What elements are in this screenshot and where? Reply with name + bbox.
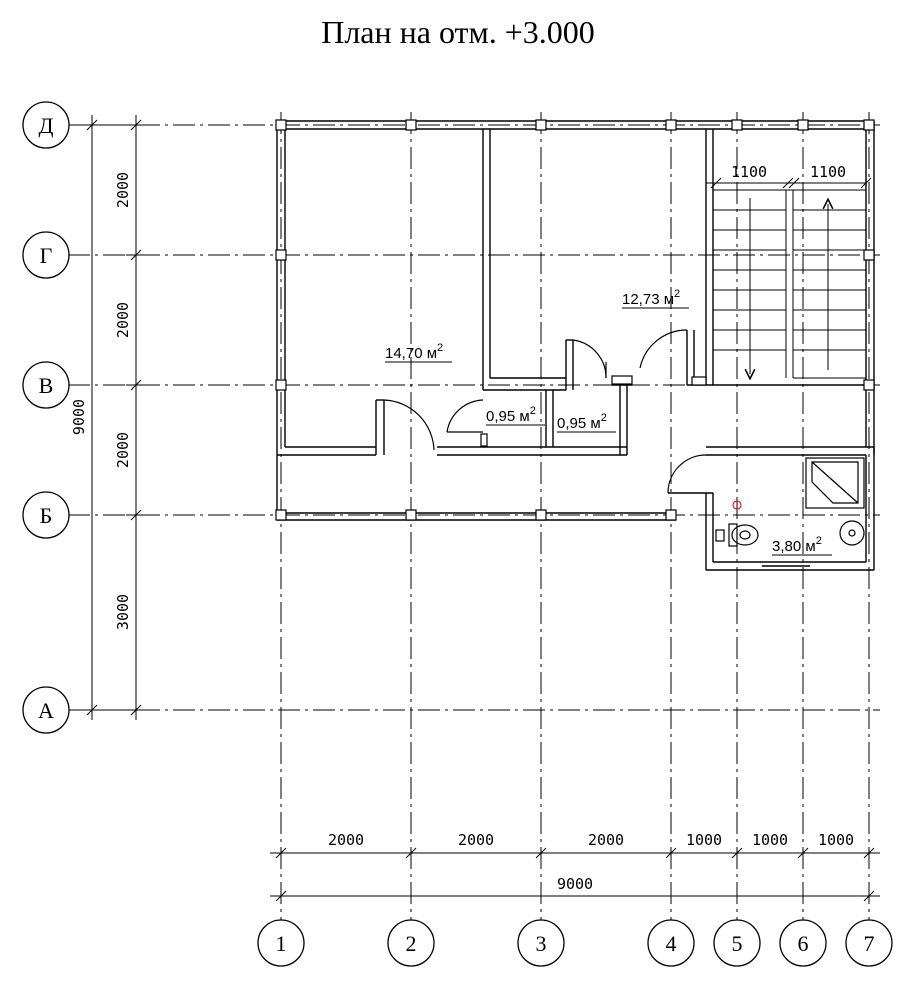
- plan-title: План на отм. +3.000: [321, 14, 595, 50]
- svg-text:Б: Б: [40, 503, 53, 528]
- room-label-big: 14,70 м2: [385, 342, 452, 363]
- left-dimension-chain: [84, 115, 146, 720]
- dim-left-2: 2000: [114, 302, 132, 338]
- axis-marker-2: 2: [387, 919, 435, 967]
- axis-marker-1: 1: [257, 919, 305, 967]
- axis-marker-В: В: [22, 361, 70, 409]
- bottom-dimension-chain: [270, 847, 880, 902]
- axis-marker-5: 5: [713, 919, 761, 967]
- svg-text:4: 4: [666, 931, 677, 956]
- dim-bottom-1: 2000: [328, 831, 364, 849]
- svg-text:12,73 м2: 12,73 м2: [622, 288, 680, 308]
- svg-text:14,70 м2: 14,70 м2: [385, 342, 443, 362]
- axis-marker-3: 3: [517, 919, 565, 967]
- svg-text:В: В: [39, 373, 54, 398]
- room-label-hall: 12,73 м2: [622, 288, 689, 309]
- shower-cabin: [805, 457, 865, 509]
- toilet: [728, 523, 759, 547]
- svg-text:А: А: [38, 698, 54, 723]
- dim-left-3: 2000: [114, 432, 132, 468]
- room-label-bathroom: 3,80 м2: [772, 535, 832, 556]
- svg-text:7: 7: [864, 931, 875, 956]
- dim-bottom-6: 1000: [818, 831, 854, 849]
- axis-marker-Г: Г: [22, 231, 70, 279]
- dim-stair-1: 1100: [731, 163, 767, 181]
- columns: [275, 119, 875, 521]
- svg-text:0,95 м2: 0,95 м2: [557, 412, 607, 432]
- axis-marker-7: 7: [845, 919, 893, 967]
- svg-text:Г: Г: [40, 243, 53, 268]
- dim-left-total: 9000: [70, 399, 88, 435]
- dim-left-1: 2000: [114, 172, 132, 208]
- washbasin: [839, 520, 865, 546]
- room-label-closet-1: 0,95 м2: [486, 405, 545, 426]
- walls: [276, 120, 875, 571]
- axis-marker-6: 6: [779, 919, 827, 967]
- axis-marker-Д: Д: [22, 101, 70, 149]
- horizontal-grid-lines: [68, 124, 880, 711]
- svg-text:2: 2: [406, 931, 417, 956]
- dim-bottom-2: 2000: [458, 831, 494, 849]
- axis-marker-4: 4: [647, 919, 695, 967]
- dim-stair-2: 1100: [810, 163, 846, 181]
- towel-rail: [715, 529, 725, 542]
- doors: [383, 329, 707, 494]
- svg-text:6: 6: [798, 931, 809, 956]
- dim-bottom-4: 1000: [686, 831, 722, 849]
- vertical-grid-lines: [280, 112, 870, 920]
- axis-marker-А: А: [22, 686, 70, 734]
- dim-bottom-5: 1000: [752, 831, 788, 849]
- staircase: [706, 177, 872, 378]
- drain-marker: [732, 500, 742, 510]
- svg-text:5: 5: [732, 931, 743, 956]
- room-label-closet-2: 0,95 м2: [557, 412, 616, 433]
- axis-marker-Б: Б: [22, 491, 70, 539]
- svg-text:3,80 м2: 3,80 м2: [772, 535, 822, 555]
- svg-text:0,95 м2: 0,95 м2: [486, 405, 536, 425]
- svg-text:3: 3: [536, 931, 547, 956]
- dim-left-4: 3000: [114, 594, 132, 630]
- svg-text:1: 1: [276, 931, 287, 956]
- dim-bottom-total: 9000: [557, 875, 593, 893]
- dim-bottom-3: 2000: [588, 831, 624, 849]
- svg-text:Д: Д: [38, 113, 53, 138]
